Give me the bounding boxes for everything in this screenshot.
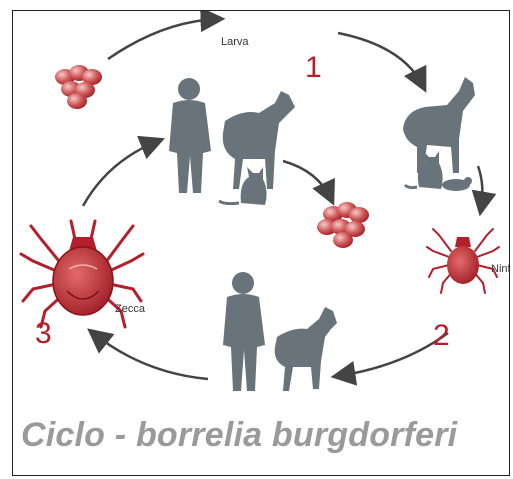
hosts-bottom-center <box>223 272 337 391</box>
diagram-frame: Larva 1 Ninfa 2 Zecca 3 Ciclo - borrelia… <box>12 10 510 476</box>
stage-number-3: 3 <box>35 317 52 351</box>
stage-number-2: 2 <box>433 319 450 353</box>
arrow-nymph-to-host <box>338 333 448 376</box>
stage-label-larva: Larva <box>221 36 249 48</box>
arrow-host-to-adult <box>93 333 208 379</box>
arrow-eggs-to-larva <box>108 19 218 59</box>
arrow-host-to-nymph <box>478 166 482 209</box>
diagram-caption: Ciclo - borrelia burgdorferi <box>21 416 457 455</box>
egg-cluster-center <box>317 202 369 248</box>
hosts-top-right <box>403 77 475 191</box>
stage-label-ninfa: Ninfa <box>491 263 510 275</box>
arrow-host-to-eggs <box>283 161 331 199</box>
stage-number-1: 1 <box>305 51 322 85</box>
lifecycle-diagram <box>13 11 510 476</box>
arrow-adult-to-host <box>83 141 158 206</box>
arrow-larva-to-host <box>338 33 423 86</box>
stage-label-zecca: Zecca <box>115 303 145 315</box>
nymph-tick <box>427 229 499 293</box>
egg-cluster-top-left <box>55 65 102 109</box>
hosts-top-center <box>169 78 295 205</box>
